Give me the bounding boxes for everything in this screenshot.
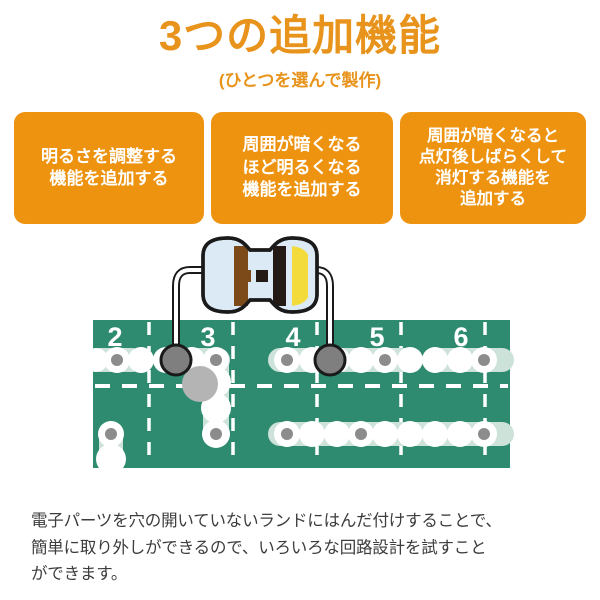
option-list: 明るさを調整する 機能を追加する 周囲が暗くなる ほど明るくなる 機能を追加する…: [14, 112, 586, 224]
option-card-brightness-adjust[interactable]: 明るさを調整する 機能を追加する: [14, 112, 204, 224]
option-label: 周囲が暗くなる ほど明るくなる 機能を追加する: [242, 135, 362, 200]
resistor-band-brown: [234, 246, 251, 306]
solder-joint-right: [313, 343, 347, 377]
option-card-auto-off-timer[interactable]: 周囲が暗くなると 点灯後しばらくして 消灯する機能を 追加する: [400, 112, 586, 224]
resistor-band-yellow: [292, 246, 308, 306]
caption-text: 電子パーツを穴の開いていないランドにはんだ付けすることで、 簡単に取り外しができ…: [31, 512, 502, 584]
option-card-auto-brightness[interactable]: 周囲が暗くなる ほど明るくなる 機能を追加する: [211, 112, 393, 224]
board-lands-top: [84, 347, 497, 373]
board-column-labels: 2 3 4 5 6: [107, 322, 468, 352]
page-subtitle: (ひとつを選んで製作): [218, 71, 382, 91]
column-label-6: 6: [453, 322, 468, 352]
resistor-component: [201, 236, 319, 314]
resistor-band-black-1: [256, 246, 268, 306]
header: 3つの追加機能 (ひとつを選んで製作): [0, 12, 600, 91]
resistor-outline: [201, 236, 319, 314]
circuit-illustration: 2 3 4 5 6: [0, 236, 600, 498]
column-label-3: 3: [200, 322, 215, 352]
board-lands-bottom: [96, 421, 497, 474]
option-label: 周囲が暗くなると 点灯後しばらくして 消灯する機能を 追加する: [418, 127, 567, 208]
solder-joints: [159, 343, 347, 377]
column-label-5: 5: [369, 322, 384, 352]
column-label-4: 4: [285, 322, 300, 352]
option-label: 明るさを調整する 機能を追加する: [41, 146, 177, 188]
solder-joint-left: [159, 343, 193, 377]
solder-smear: [182, 366, 218, 402]
page-title: 3つの追加機能: [158, 12, 442, 59]
column-label-2: 2: [107, 322, 122, 352]
resistor-band-black-2: [273, 246, 286, 306]
